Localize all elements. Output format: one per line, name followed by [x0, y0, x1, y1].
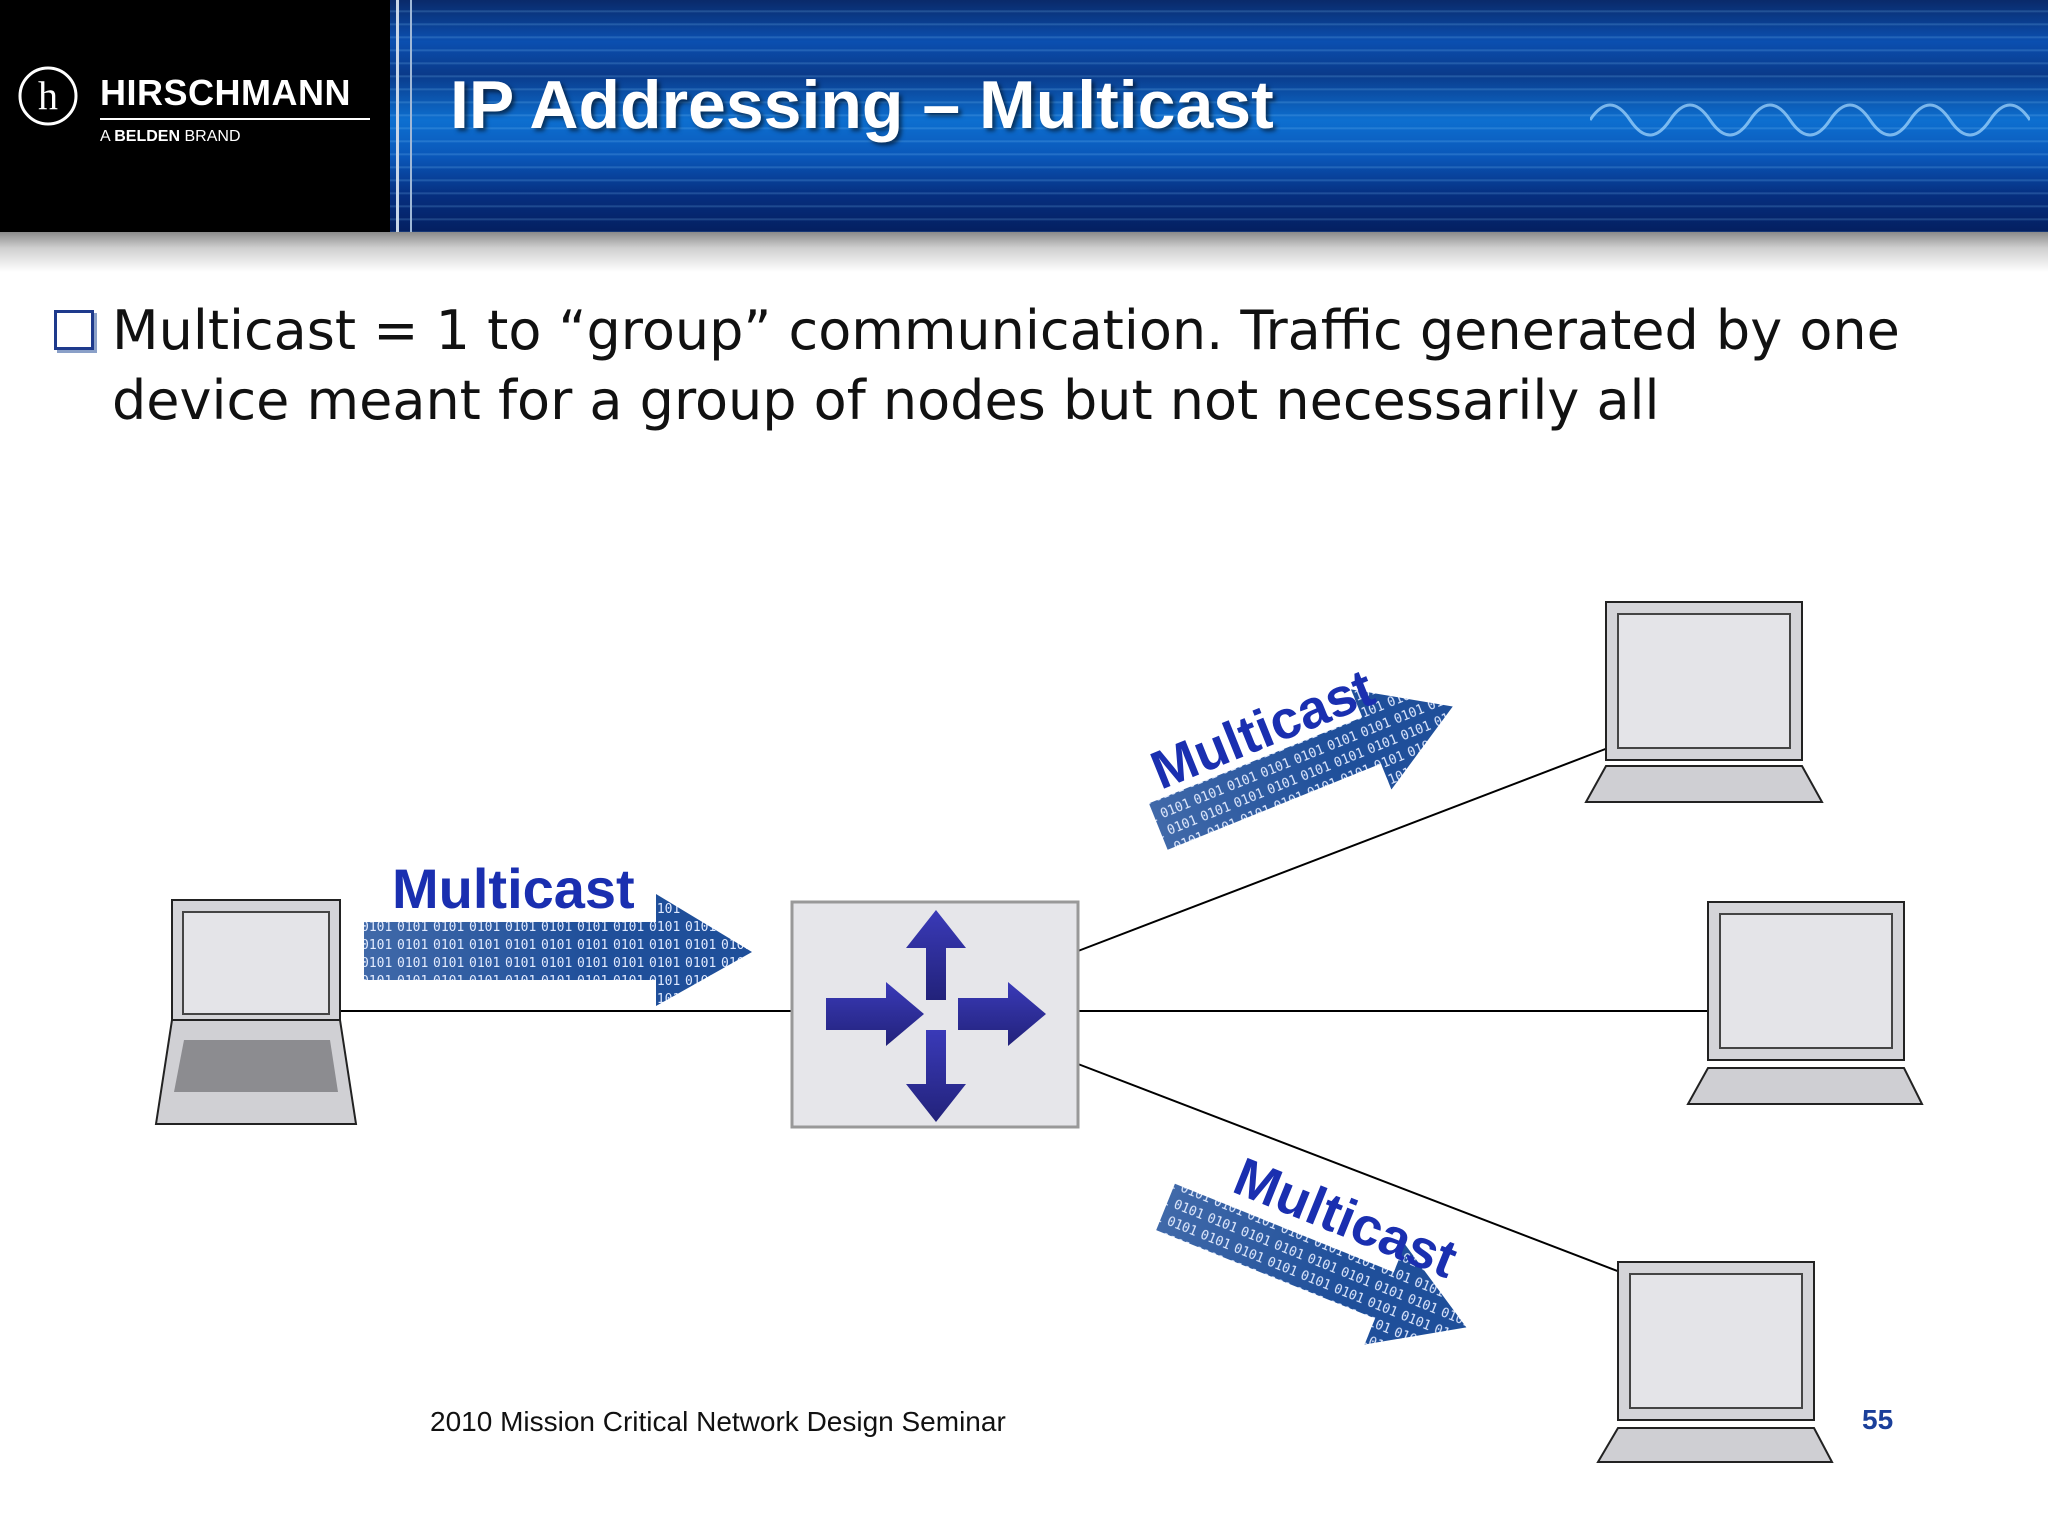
bullet-line-1: Multicast = 1 to “group” communication. … [112, 299, 1900, 362]
signal-wave-icon [1590, 103, 2030, 137]
multicast-arrow-3: Multicast [1156, 1147, 1467, 1345]
brand-tagline-strong: BELDEN [114, 128, 181, 145]
banner-separator [396, 0, 399, 232]
footer-seminar-title: 2010 Mission Critical Network Design Sem… [430, 1406, 1006, 1437]
header-banner [390, 0, 2048, 232]
receiver-laptop-top-icon [1584, 601, 1824, 803]
brand-tagline: A BELDEN BRAND [100, 128, 241, 146]
sender-laptop-icon [154, 899, 358, 1125]
brand-divider [100, 118, 370, 120]
brand-tagline-suffix: BRAND [184, 128, 241, 145]
svg-text:h: h [38, 73, 58, 118]
slide-title: IP Addressing – Multicast [450, 67, 1274, 143]
multicast-label-1: Multicast [392, 857, 635, 920]
hirschmann-h-icon: h [18, 66, 78, 126]
link-switch-top [1077, 747, 1609, 952]
slide-header: h HIRSCHMANN A BELDEN BRAND IP Addressin… [0, 0, 2048, 232]
page-number: 55 [1862, 1404, 1894, 1435]
switch-icon [790, 900, 1080, 1129]
hirschmann-logo: h HIRSCHMANN A BELDEN BRAND [0, 0, 390, 232]
multicast-arrow-1: Multicast [364, 857, 752, 1006]
brand-tagline-prefix: A [100, 128, 110, 145]
receiver-laptop-bottom-icon [1596, 1261, 1834, 1463]
bullet-text: Multicast = 1 to “group” communication. … [112, 296, 1972, 436]
bullet-line-2: device meant for a group of nodes but no… [112, 369, 1660, 432]
brand-name: HIRSCHMANN [100, 72, 351, 113]
banner-separator [410, 0, 412, 232]
receiver-laptop-middle-icon [1686, 901, 1924, 1105]
header-shadow [0, 232, 2048, 272]
multicast-arrow-2: Multicast [1143, 658, 1453, 850]
link-switch-bottom [1077, 1063, 1621, 1273]
bullet-checkbox-icon [54, 310, 94, 350]
banner-texture [390, 0, 2048, 232]
